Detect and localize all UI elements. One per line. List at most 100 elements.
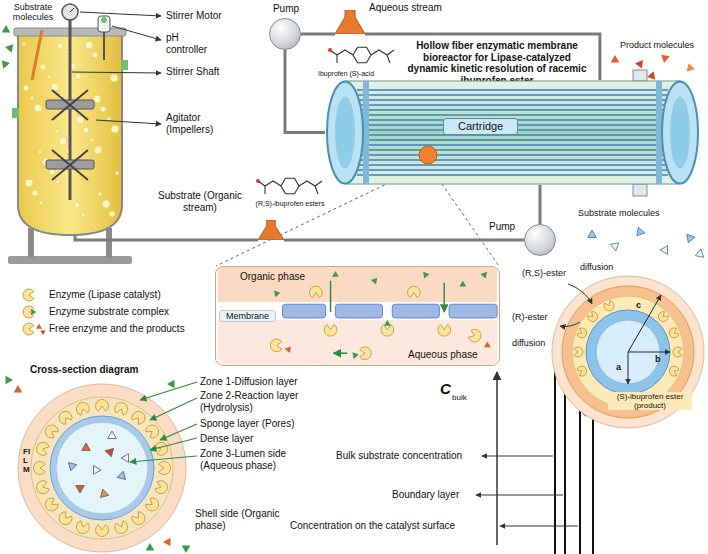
molecule-triangle	[36, 324, 42, 329]
legend-symbol	[22, 322, 46, 336]
legend-row: Free enzyme and the products	[22, 322, 185, 336]
impeller-blade	[52, 90, 88, 120]
text-slot: Aqueous phase	[408, 349, 478, 361]
molecule-triangle	[687, 234, 695, 243]
text-slot: Zone 1-Diffusion layer	[200, 376, 365, 388]
enzyme-symbol	[23, 323, 34, 335]
text-slot: Shell side (Organic phase)	[195, 508, 280, 531]
molecule-triangle	[610, 243, 619, 251]
radius-line	[628, 352, 670, 353]
legend-text: Free enzyme and the products	[49, 323, 185, 335]
molecule-triangle	[14, 385, 23, 393]
label: pH controller	[166, 32, 221, 55]
node-text: Pump	[489, 221, 515, 233]
bubble	[34, 104, 42, 112]
enzyme-symbol	[604, 301, 614, 311]
molecule-triangle	[31, 309, 36, 315]
bubble	[85, 41, 93, 49]
enzyme-symbol	[23, 289, 34, 301]
tank-leg	[106, 228, 112, 258]
enzyme-symbol	[658, 312, 668, 322]
bubble	[56, 180, 60, 184]
text-slot: Zone 3-Lumen side (Aqueous phase)	[200, 448, 330, 471]
bubble	[92, 52, 98, 58]
gauge-needle	[70, 8, 74, 12]
bubble	[25, 179, 33, 187]
diffusion-arrow	[568, 284, 592, 304]
label: Concentration on the catalyst surface	[290, 520, 500, 532]
legend-row: Enzyme substrate complex	[22, 305, 169, 319]
text-slot: Aqueous stream	[369, 2, 442, 14]
label: diffusion	[512, 338, 557, 348]
enzyme-symbol	[146, 498, 159, 511]
bubble	[57, 43, 63, 49]
bubble	[49, 169, 55, 175]
bubble	[110, 74, 118, 82]
label: Substrate molecules	[578, 208, 678, 218]
molecule-triangle	[105, 449, 113, 457]
bubble	[115, 171, 119, 175]
pipe	[75, 232, 258, 240]
molecule-triangle	[687, 63, 695, 71]
membrane-cartridge: Cartridge	[325, 80, 700, 185]
text-slot: Stirrer Shaft	[166, 66, 246, 78]
molecule-triangle	[6, 376, 14, 385]
node-text: Pump	[270, 3, 302, 15]
molecule-triangle	[101, 489, 109, 497]
label: Ibuprofen (S)-acid	[318, 70, 408, 78]
legend-symbol	[22, 288, 46, 302]
molecule-triangle	[611, 55, 620, 63]
leader-line	[150, 398, 197, 420]
port	[633, 184, 647, 196]
text-slot: pH controller	[166, 32, 221, 55]
node-text: Cartridge	[443, 118, 518, 135]
label: Substrate molecules	[4, 2, 62, 23]
molecule-triangle	[2, 60, 10, 68]
bubble	[90, 138, 94, 142]
pointer-arrow	[476, 495, 563, 496]
tank-leg	[28, 228, 34, 258]
node-text: Organic phase	[240, 271, 305, 283]
label: Zone 3-Lumen side (Aqueous phase)	[200, 448, 330, 471]
label: Sponge layer (Pores)	[200, 418, 350, 430]
text-slot: Substrate molecules	[4, 2, 62, 23]
text-slot: Substrate (Organic stream)	[150, 190, 250, 213]
dense-layer	[586, 310, 670, 394]
enzyme-symbol	[36, 442, 49, 455]
label: (R,S)-ester	[522, 268, 577, 278]
bubble	[22, 42, 26, 46]
molecule-triangle	[588, 230, 597, 238]
molecule-triangle	[182, 546, 191, 554]
bubble	[83, 127, 89, 133]
molecule-triangle	[108, 431, 117, 439]
leader-line	[80, 12, 161, 16]
bubble	[32, 190, 38, 196]
text-slot: Bulk substrate concentration	[336, 450, 486, 462]
text-slot: Product molecules	[620, 40, 706, 50]
label: Zone 1-Diffusion layer	[200, 376, 365, 388]
bubble	[38, 150, 42, 154]
molecule-triangle	[121, 454, 129, 463]
dense-layer	[50, 416, 154, 520]
leader-line	[140, 382, 197, 400]
text-slot: (R,S)-ester	[522, 268, 577, 278]
enzyme-symbol	[76, 402, 89, 415]
pipe-connector	[284, 239, 524, 242]
enzyme-symbol	[59, 411, 72, 424]
molecule-triangle	[40, 331, 45, 336]
text-slot: Agitator (Impellers)	[166, 112, 228, 135]
molecule-triangle	[647, 71, 655, 80]
text-slot: c	[636, 300, 646, 310]
enzyme-symbol	[96, 399, 109, 411]
molecule-triangle	[167, 380, 175, 389]
leader-line	[160, 424, 197, 440]
flask: Aqueous stream	[335, 10, 365, 34]
bubble	[39, 201, 43, 205]
legend-row: Enzyme (Lipase catalyst)	[22, 288, 161, 302]
port	[633, 70, 647, 81]
label: Zone 2-Reaction layer (Hydrolysis)	[200, 390, 325, 413]
text-slot: Pump	[489, 221, 515, 233]
pipe-connector	[539, 185, 542, 224]
label: Cross-section diagram	[30, 364, 180, 376]
